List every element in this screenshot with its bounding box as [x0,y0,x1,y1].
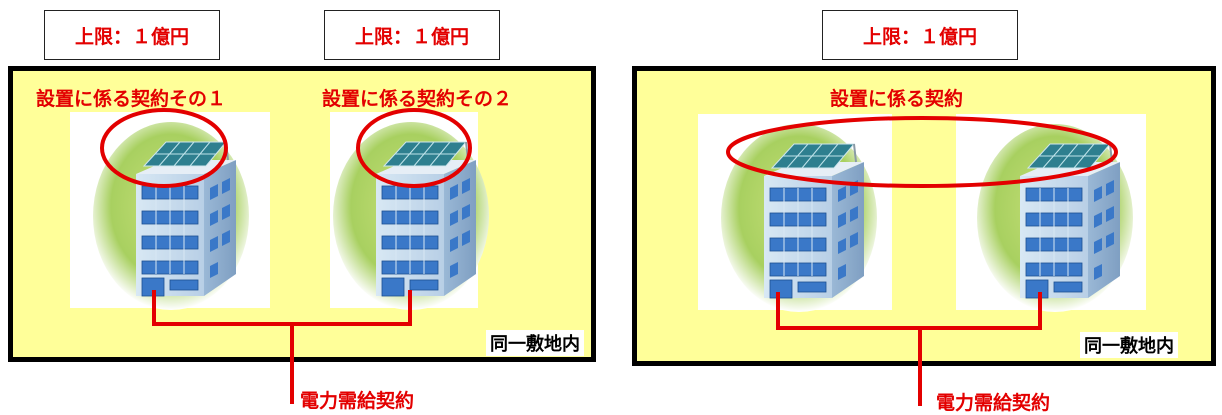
left-contract-label-2: 設置に係る契約その２ [322,88,513,110]
left-contract-label-1: 設置に係る契約その１ [36,88,227,110]
right-limit-box: 上限：１億円 [822,10,1018,60]
right-site-label: 同一敷地内 [1080,332,1178,358]
left-contract-ellipse-1 [100,108,228,188]
right-contract-ellipse [726,116,1118,188]
right-supply-wiring [776,292,1042,406]
right-building-1-icon [720,123,878,313]
left-site-label: 同一敷地内 [486,330,584,356]
right-building-2-icon [976,123,1134,313]
left-limit-box-2: 上限：１億円 [324,10,500,60]
left-contract-ellipse-2 [356,108,472,188]
right-contract-label: 設置に係る契約 [830,88,964,110]
left-supply-label: 電力需給契約 [300,390,415,412]
right-supply-label: 電力需給契約 [936,392,1051,414]
left-limit-box-1: 上限：１億円 [44,10,220,60]
left-supply-wiring [152,290,412,404]
